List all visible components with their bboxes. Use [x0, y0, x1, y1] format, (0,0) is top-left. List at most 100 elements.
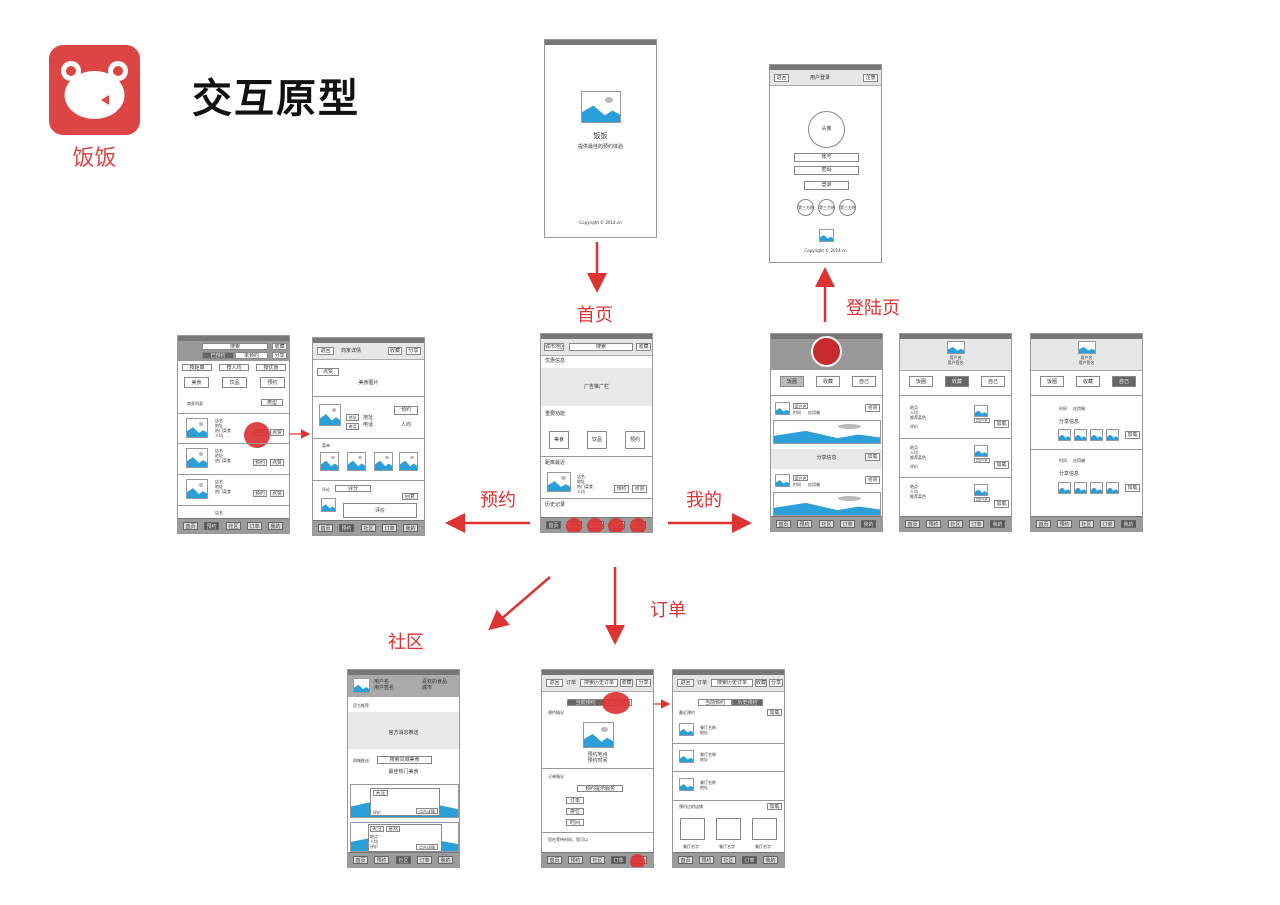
tab-feed[interactable]: 饭圈 — [909, 376, 933, 387]
tab-reserve[interactable]: 预约 — [797, 520, 812, 528]
third-party-login-3[interactable]: 第三方账号 — [839, 199, 856, 216]
tab-reserve[interactable]: 预约 — [204, 522, 219, 530]
tab-order[interactable]: 订单 — [969, 520, 984, 528]
type-filter[interactable]: 类型 — [261, 399, 283, 406]
tab-reserve[interactable]: 预约 — [568, 856, 583, 864]
tab-home[interactable]: 首页 — [547, 856, 562, 864]
detail-button[interactable]: 点击详情 — [416, 844, 438, 850]
load-button[interactable]: 加载 — [1125, 431, 1140, 439]
reserve-service-button[interactable]: 预约提示服务 — [577, 785, 623, 792]
tab-order[interactable]: 订单 — [840, 520, 855, 528]
tab-community[interactable]: 社区 — [396, 856, 411, 864]
detail-button[interactable]: 点击详情 — [416, 808, 438, 814]
share-button[interactable]: 分享 — [636, 679, 651, 687]
tab-collect[interactable]: 收藏 — [816, 376, 840, 387]
register-button[interactable]: 注册 — [863, 74, 878, 82]
tab-order[interactable]: 订单 — [1100, 520, 1115, 528]
tab-reserve[interactable]: 预约 — [926, 520, 941, 528]
tab-reserve[interactable]: 预约 — [374, 856, 389, 864]
load-button[interactable]: 加载 — [994, 500, 1009, 508]
tab-home[interactable]: 首页 — [678, 856, 693, 864]
time-button[interactable]: 时间 — [566, 819, 584, 826]
tab-order[interactable]: 订单 — [417, 856, 432, 864]
like-button[interactable]: 喜欢 — [386, 826, 400, 832]
avatar[interactable] — [811, 336, 842, 367]
tab-self[interactable]: 自己 — [852, 376, 876, 387]
reply-button[interactable]: 回复 — [402, 493, 418, 500]
load-button[interactable]: 加载 — [1125, 484, 1140, 492]
back-button[interactable]: 返回 — [774, 74, 789, 82]
shop-reserve-button[interactable]: 预约 — [614, 485, 629, 493]
collect-button[interactable]: 收藏 — [272, 343, 287, 350]
tab-self[interactable]: 自己 — [981, 376, 1005, 387]
search-history-input[interactable]: 搜索历史订单 — [711, 679, 753, 687]
tab-history[interactable]: 历史预约 — [732, 699, 763, 706]
tab-reserve[interactable]: 预约 — [339, 524, 354, 532]
load-button[interactable]: 加载 — [767, 803, 782, 810]
tab-feed[interactable]: 饭圈 — [780, 376, 804, 387]
sort-favor[interactable]: 按优惠 — [256, 364, 286, 371]
load-button[interactable]: 加载 — [994, 461, 1009, 469]
tab-home[interactable]: 首页 — [318, 524, 333, 532]
queue-button[interactable]: 排位 — [566, 808, 584, 815]
collect-button[interactable]: 收藏 — [620, 679, 633, 687]
share-button[interactable]: 分享 — [406, 347, 421, 355]
tab-collect[interactable]: 收藏 — [1076, 376, 1100, 387]
back-button[interactable]: 返回 — [677, 679, 694, 687]
tab-home[interactable]: 首页 — [546, 521, 561, 529]
tab-home[interactable]: 首页 — [353, 856, 368, 864]
sort-distance[interactable]: 按距离 — [182, 364, 212, 371]
load-button[interactable]: 加载 — [865, 453, 880, 461]
eval-field[interactable]: 评价 — [343, 503, 417, 518]
tab-mine[interactable]: 我的 — [438, 856, 453, 864]
shop-reserve-button[interactable]: 预约 — [253, 490, 267, 497]
reserve-button[interactable]: 预约 — [394, 406, 418, 415]
follow-button[interactable]: 关注 — [370, 826, 384, 832]
tab-community[interactable]: 社区 — [819, 520, 834, 528]
shop-like-button[interactable]: 点赞 — [270, 459, 284, 466]
tab-order[interactable]: 订单 — [382, 524, 397, 532]
share-button[interactable]: 分享 — [769, 679, 783, 687]
past-shop-card[interactable] — [716, 818, 741, 840]
tab-mine[interactable]: 我的 — [403, 524, 418, 532]
shop-like-button[interactable]: 点赞 — [270, 490, 284, 497]
tab-mine[interactable]: 我的 — [861, 520, 876, 528]
food-button[interactable]: 美食 — [184, 377, 209, 388]
load-button[interactable]: 加载 — [767, 709, 782, 716]
avatar[interactable]: 头像 — [808, 111, 845, 148]
load-button[interactable]: 加载 — [994, 420, 1009, 428]
tab-home[interactable]: 首页 — [1036, 520, 1051, 528]
search-city-input[interactable]: 搜索同城美食 — [377, 756, 432, 764]
tab-community[interactable]: 社区 — [1079, 520, 1094, 528]
tab-mine[interactable]: 我的 — [268, 522, 283, 530]
tab-mine[interactable]: 我的 — [763, 856, 778, 864]
tab-current[interactable]: 当前预约 — [567, 699, 604, 706]
tab-reserve[interactable]: 预约 — [699, 856, 714, 864]
tab-community[interactable]: 社区 — [590, 856, 605, 864]
account-field[interactable]: 账号 — [794, 153, 859, 162]
shop-reserve-button[interactable]: 预约 — [253, 459, 267, 466]
tab-home[interactable]: 首页 — [183, 522, 198, 530]
password-field[interactable]: 密码 — [794, 166, 859, 175]
city-selector[interactable]: 城市地区 — [544, 343, 564, 351]
tab-community[interactable]: 社区 — [721, 856, 736, 864]
tab-not-reserved[interactable]: 未预约 — [235, 352, 268, 359]
order-button[interactable]: 订单 — [566, 797, 584, 804]
tab-order[interactable]: 订单 — [742, 856, 757, 864]
follow-button[interactable]: 关注 — [373, 790, 388, 796]
tab-community[interactable]: 社区 — [948, 520, 963, 528]
tab-feed[interactable]: 饭圈 — [1040, 376, 1064, 387]
food-button[interactable]: 美食 — [549, 431, 569, 449]
reserve-button[interactable]: 预约 — [625, 431, 645, 449]
past-shop-card[interactable] — [680, 818, 705, 840]
tab-mine[interactable]: 我的 — [1121, 520, 1136, 528]
tab-reserve[interactable]: 预约 — [1057, 520, 1072, 528]
tab-order[interactable]: 订单 — [611, 856, 626, 864]
drink-button[interactable]: 饮品 — [587, 431, 607, 449]
collect-button[interactable]: 收藏 — [755, 679, 767, 687]
official-msg[interactable]: 官方消息推送 — [388, 730, 419, 736]
sort-people[interactable]: 按人均 — [219, 364, 249, 371]
tab-reserved[interactable]: 已预约 — [202, 352, 234, 359]
like-button[interactable]: 点赞 — [317, 368, 339, 376]
share-button[interactable]: 分享 — [272, 352, 287, 359]
